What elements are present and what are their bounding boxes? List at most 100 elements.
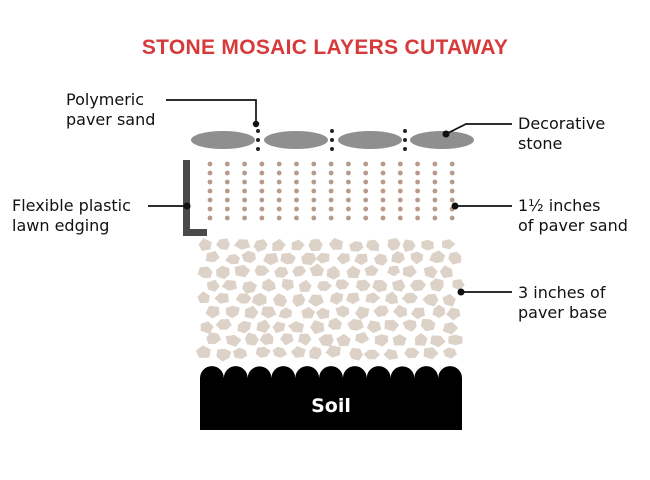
gravel-stone	[410, 251, 424, 265]
gravel-stone	[216, 265, 230, 280]
gravel-stone	[225, 254, 240, 265]
sand-dot	[363, 188, 369, 194]
gravel-stone	[317, 281, 332, 291]
sand-dot	[311, 206, 317, 212]
gravel-stone	[363, 349, 381, 360]
sand-dot	[242, 215, 248, 221]
gravel-stone	[200, 321, 214, 334]
sand-dot	[276, 161, 282, 167]
gravel-stone	[272, 321, 286, 334]
gravel-stone	[346, 265, 361, 279]
sand-dot	[415, 215, 420, 221]
gravel-stone	[197, 266, 213, 279]
gravel-stone	[345, 292, 360, 305]
sand-dot	[432, 188, 438, 194]
gravel-stone	[206, 279, 220, 292]
sand-dot	[311, 188, 317, 194]
gravel-stone	[365, 239, 380, 251]
sand-dot	[259, 170, 265, 176]
sand-dot	[328, 170, 334, 176]
gravel-stone	[410, 307, 425, 320]
sand-dot	[415, 179, 420, 185]
joint-sand-dot	[256, 138, 260, 142]
sand-dot	[346, 161, 351, 167]
gravel-stone	[242, 281, 258, 294]
gravel-stone	[197, 291, 210, 304]
sand-dot	[294, 197, 299, 203]
gravel-stone	[225, 305, 240, 319]
sand-dot	[328, 215, 334, 221]
sand-dot	[311, 179, 317, 185]
leader-decorative-stone	[445, 123, 512, 135]
gravel-stone	[272, 238, 286, 251]
sand-dot	[432, 197, 438, 203]
gravel-stone	[387, 237, 401, 251]
sand-dot	[432, 215, 438, 221]
gravel-stone	[308, 294, 324, 307]
decorative-stone	[410, 131, 474, 149]
gravel-stone	[292, 293, 306, 308]
sand-dot	[328, 197, 334, 203]
leader-dot	[252, 120, 260, 128]
gravel-stone	[308, 239, 323, 252]
gravel-stone	[215, 238, 230, 250]
leader-dot	[451, 202, 459, 210]
sand-dot	[242, 170, 248, 176]
sand-dot	[207, 179, 213, 185]
gravel-stone	[446, 307, 461, 321]
leader-dot	[442, 130, 450, 138]
gravel-stone	[384, 319, 400, 332]
sand-dot	[276, 215, 282, 221]
sand-dot	[224, 161, 230, 167]
gravel-stone	[448, 251, 462, 265]
sand-dot	[346, 170, 351, 176]
gravel-stone	[298, 279, 312, 292]
soil-layer	[200, 366, 462, 430]
sand-dot	[276, 179, 282, 185]
gravel-stone	[354, 253, 368, 266]
gravel-stone	[290, 346, 306, 358]
sand-dot	[259, 215, 265, 221]
sand-dot	[397, 197, 403, 203]
gravel-stone	[347, 318, 364, 331]
leader-dot	[457, 288, 465, 296]
gravel-stone	[409, 279, 426, 292]
gravel-stone	[328, 238, 343, 250]
gravel-stone	[402, 319, 417, 332]
gravel-stone	[422, 293, 439, 307]
gravel-stone	[280, 252, 296, 265]
gravel-stone	[253, 239, 268, 253]
gravel-stone	[244, 305, 259, 319]
joint-sand-dot	[330, 138, 334, 142]
gravel-stone	[429, 250, 446, 264]
sand-dot	[449, 179, 455, 185]
sand-dot	[259, 161, 265, 167]
gravel-stone	[402, 239, 416, 252]
sand-dot	[207, 188, 213, 194]
gravel-stone	[442, 293, 456, 307]
gravel-stone	[274, 266, 289, 278]
sand-dot	[276, 206, 282, 212]
sand-dot	[311, 170, 317, 176]
gravel-stone	[432, 304, 446, 319]
sand-dot	[207, 197, 213, 203]
gravel-stone	[401, 292, 418, 304]
sand-dot	[294, 188, 299, 194]
gravel-stone	[309, 346, 322, 360]
sand-dot	[294, 170, 299, 176]
sand-dot	[346, 179, 351, 185]
gravel-stone	[235, 293, 252, 304]
gravel-stone	[198, 238, 212, 251]
gravel-stone	[259, 332, 274, 345]
gravel-stone	[355, 306, 370, 320]
sand-dot	[224, 215, 230, 221]
sand-dot	[311, 197, 317, 203]
gravel-stone	[221, 280, 238, 291]
gravel-stone	[225, 334, 242, 347]
sand-dot	[346, 188, 351, 194]
diagram-title: STONE MOSAIC LAYERS CUTAWAY	[141, 36, 509, 59]
sand-dot	[207, 161, 213, 167]
sand-dot	[380, 170, 386, 176]
joint-sand-dot	[330, 129, 334, 133]
